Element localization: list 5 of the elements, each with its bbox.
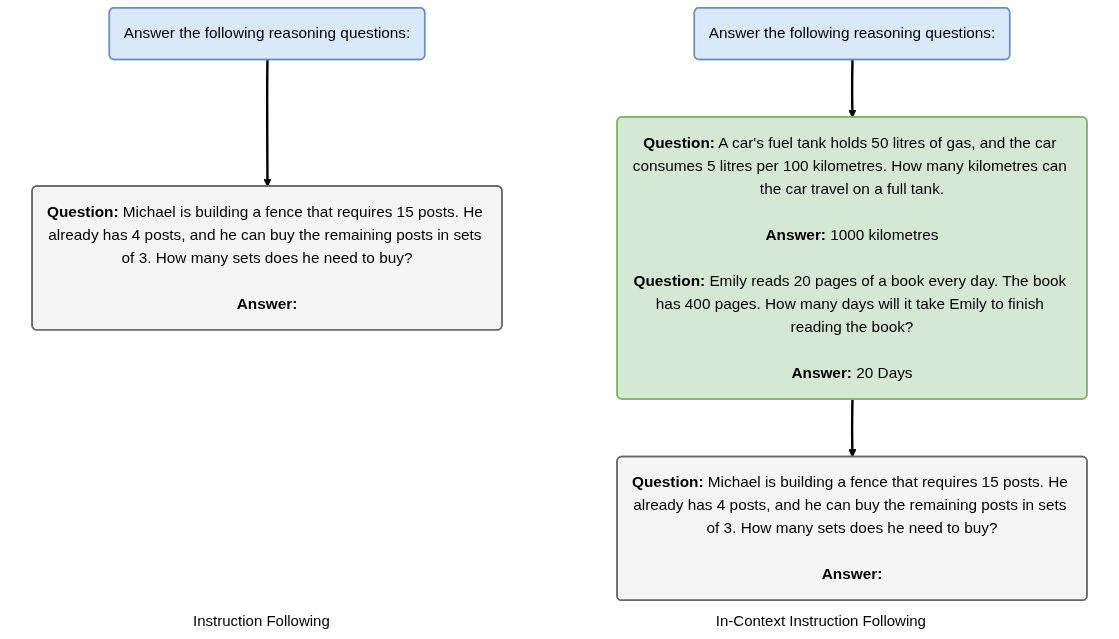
arrow	[848, 399, 857, 458]
column-caption: In-Context Instruction Following	[715, 612, 926, 629]
column-caption: Instruction Following	[193, 612, 330, 629]
arrow	[263, 59, 272, 187]
arrow	[848, 59, 857, 118]
